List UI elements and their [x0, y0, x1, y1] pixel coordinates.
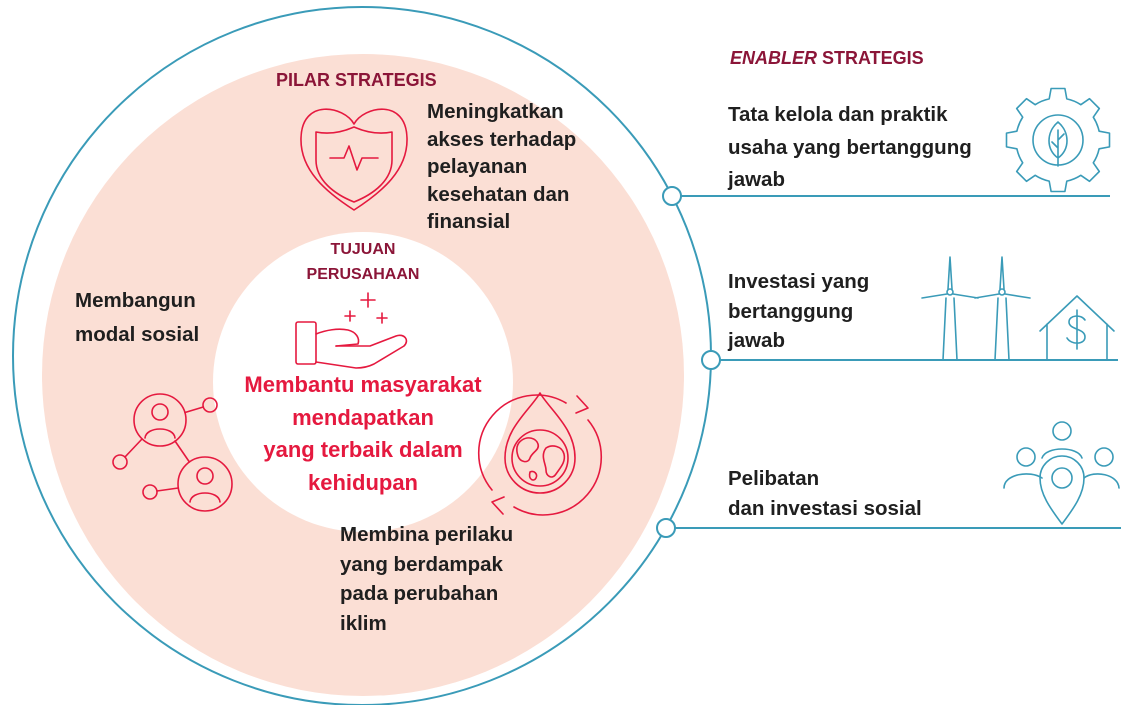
pillar-climate-line: iklim [340, 611, 387, 635]
purpose-statement-line: mendapatkan [292, 404, 434, 430]
person-head-left [1016, 447, 1036, 467]
person-shoulders-right [1083, 473, 1120, 489]
purpose-statement-line: kehidupan [307, 470, 418, 496]
person-shoulders-a [144, 428, 176, 439]
pillar-climate-line: pada perubahan [340, 582, 499, 605]
purpose-statement-line: Membantu masyarakat [244, 372, 482, 397]
globe-continents [516, 437, 566, 481]
enabler-community-line: dan investasi sosial [728, 497, 922, 520]
person-node-large-b [177, 456, 233, 512]
community-location-icon [1003, 421, 1120, 525]
wind-turbine-house-icon [921, 256, 1115, 361]
wind-turbine-icon [974, 256, 1031, 361]
person-shoulders-center [1041, 448, 1083, 459]
enabler-community-label: Pelibatan dan investasi sosial [728, 464, 922, 524]
pillar-climate-label: Membina perilaku yang berdampak pada per… [340, 520, 513, 638]
enabler-governance-line: usaha yang bertanggung [728, 135, 972, 159]
network-links [124, 406, 205, 492]
pillars-heading: PILAR STRATEGIS [276, 69, 437, 91]
people-network-icon [112, 393, 233, 512]
person-head-right [1094, 447, 1114, 467]
cycle-arc-left [477, 394, 567, 491]
dollar-sign-icon [1066, 309, 1086, 350]
small-node-3 [142, 484, 158, 500]
enabler-community-line: Pelibatan [728, 467, 820, 490]
person-shoulders-b [189, 492, 221, 503]
connector-node-community [656, 518, 676, 538]
small-node-1 [202, 397, 218, 413]
pillar-social-capital-line: modal sosial [75, 323, 200, 346]
person-shoulders-left [1003, 473, 1043, 489]
enablers-heading-emphasis: ENABLER [730, 48, 818, 68]
purpose-heading-line: TUJUAN [330, 241, 396, 258]
location-pin-icon [1039, 455, 1085, 525]
shield-outline [315, 126, 393, 203]
enabler-investment-line: bertanggung [728, 299, 854, 323]
heart-shield-icon [300, 108, 408, 211]
pillar-health-line: finansial [427, 210, 511, 233]
purpose-heading: TUJUAN PERUSAHAAN [213, 237, 513, 287]
enabler-governance-label: Tata kelola dan praktik usaha yang berta… [728, 99, 972, 197]
purpose-disc [213, 232, 513, 532]
enabler-investment-line: Investasi yang [728, 270, 870, 293]
pillar-social-capital-label: Membangun modal sosial [75, 284, 199, 352]
small-node-2 [112, 454, 128, 470]
cycle-arrowhead-top [575, 395, 589, 414]
enabler-governance-line: Tata kelola dan praktik [728, 103, 948, 126]
globe-outline [511, 429, 569, 487]
cycle-arc-right [513, 419, 603, 516]
enabler-investment-label: Investasi yang bertanggung jawab [728, 267, 869, 356]
palm-outline [315, 334, 408, 369]
location-pin-dot [1051, 467, 1073, 489]
hand-giving-icon [295, 292, 408, 369]
heartbeat-line [329, 145, 379, 171]
pillar-social-capital-line: Membangun [75, 289, 196, 312]
enabler-governance-line: jawab [728, 168, 785, 191]
heart-outline [300, 108, 408, 211]
sleeve-cuff [295, 321, 317, 365]
wind-turbine-icon [921, 256, 979, 361]
purpose-statement-line: yang terbaik dalam [263, 437, 463, 463]
pillar-health-line: Meningkatkan [427, 100, 564, 123]
person-head-b [196, 467, 214, 485]
water-drop [504, 392, 576, 494]
person-head-center [1052, 421, 1072, 441]
pillar-climate-line: Membina perilaku [340, 523, 514, 546]
enabler-investment-line: jawab [728, 329, 785, 352]
thumb-outline [315, 328, 360, 347]
person-head-a [151, 403, 169, 421]
pillar-climate-line: yang berdampak [340, 552, 503, 576]
person-node-large-a [133, 393, 187, 447]
cycle-arrowhead-bottom [491, 496, 505, 515]
connector-node-investment [701, 350, 721, 370]
pillars-heading-text: PILAR STRATEGIS [276, 70, 437, 90]
gear-leaf-icon [1005, 87, 1111, 193]
purpose-statement: Membantu masyarakat mendapatkan yang ter… [213, 369, 513, 500]
sparkle-plus-icons [344, 292, 388, 324]
house-dollar-icon [1039, 295, 1115, 361]
purpose-heading-line: PERUSAHAAN [306, 266, 420, 283]
pillar-health-line: akses terhadap [427, 127, 577, 151]
connector-node-governance [662, 186, 682, 206]
pillar-health-line: pelayanan [427, 155, 528, 178]
pillar-health-line: kesehatan dan [427, 182, 570, 206]
gear-icon [1005, 87, 1111, 193]
globe-cycle-icon [477, 392, 603, 516]
enablers-heading-rest: STRATEGIS [822, 48, 924, 68]
pillar-health-label: Meningkatkan akses terhadap pelayanan ke… [427, 98, 576, 236]
leaf-icon [1048, 121, 1068, 167]
